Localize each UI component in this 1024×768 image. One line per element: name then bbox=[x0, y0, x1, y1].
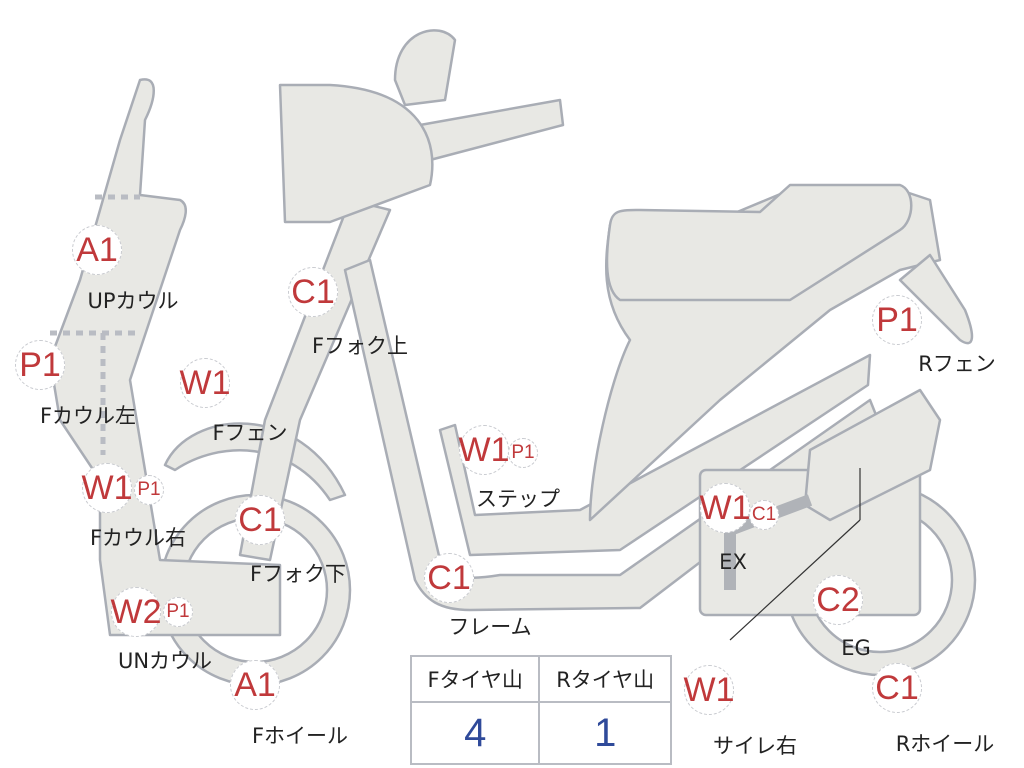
handlebar bbox=[418, 98, 565, 162]
grade-badge: W1 bbox=[180, 358, 231, 408]
grade-badge: C1 bbox=[235, 495, 285, 545]
front-fender bbox=[163, 422, 347, 502]
grade-badge: A1 bbox=[230, 660, 280, 710]
part-label-frame: フレーム bbox=[448, 615, 532, 639]
value-rear-tire: 1 bbox=[538, 701, 672, 765]
grade-badge: C2 bbox=[813, 575, 863, 625]
grade-badge: C1 bbox=[872, 663, 922, 713]
grade-badge: P1 bbox=[872, 295, 922, 345]
grade-badge: W2 bbox=[111, 587, 162, 637]
grade-badge: P1 bbox=[15, 340, 65, 390]
part-label-r-fender: Rフェン bbox=[918, 352, 996, 376]
grade-badge-small: P1 bbox=[163, 597, 193, 627]
grade-badge: W1 bbox=[700, 483, 751, 533]
part-label-f-wheel: Fホイール bbox=[251, 724, 349, 748]
grade-badge: W1 bbox=[684, 665, 735, 715]
rear-fender bbox=[898, 253, 974, 345]
grade-badge-small: C1 bbox=[749, 500, 779, 530]
grade-badge-small: P1 bbox=[134, 475, 164, 505]
part-label-f-fork-lower: Fフォク下 bbox=[249, 562, 347, 586]
seat bbox=[605, 183, 913, 302]
part-label-f-cowl-left: Fカウル左 bbox=[39, 404, 137, 428]
part-label-step: ステップ bbox=[476, 487, 560, 511]
header-front-tire: Fタイヤ山 bbox=[409, 655, 541, 703]
headlight bbox=[278, 83, 434, 224]
header-rear-tire: Rタイヤ山 bbox=[538, 655, 672, 703]
part-label-engine: EG bbox=[841, 636, 871, 660]
part-label-f-fender: Fフェン bbox=[212, 421, 288, 445]
grade-badge: C1 bbox=[288, 267, 338, 317]
part-label-f-cowl-right: Fカウル右 bbox=[89, 526, 187, 550]
grade-badge: W1 bbox=[459, 425, 510, 475]
part-label-f-fork-upper: Fフォク上 bbox=[311, 334, 409, 358]
grade-badge-small: P1 bbox=[508, 438, 538, 468]
grade-badge: C1 bbox=[424, 553, 474, 603]
part-label-silencer-right: サイレ右 bbox=[713, 734, 797, 758]
part-label-r-wheel: Rホイール bbox=[895, 732, 995, 756]
value-front-tire: 4 bbox=[409, 701, 541, 765]
grade-badge: W1 bbox=[82, 463, 133, 513]
part-label-up-cowl: UPカウル bbox=[87, 289, 179, 313]
part-label-exhaust: EX bbox=[719, 550, 747, 574]
mirror bbox=[393, 29, 457, 107]
part-label-under-cowl: UNカウル bbox=[117, 649, 213, 673]
tire-tread-table: Fタイヤ山 Rタイヤ山 4 1 bbox=[409, 655, 672, 765]
grade-badge: A1 bbox=[72, 225, 122, 275]
